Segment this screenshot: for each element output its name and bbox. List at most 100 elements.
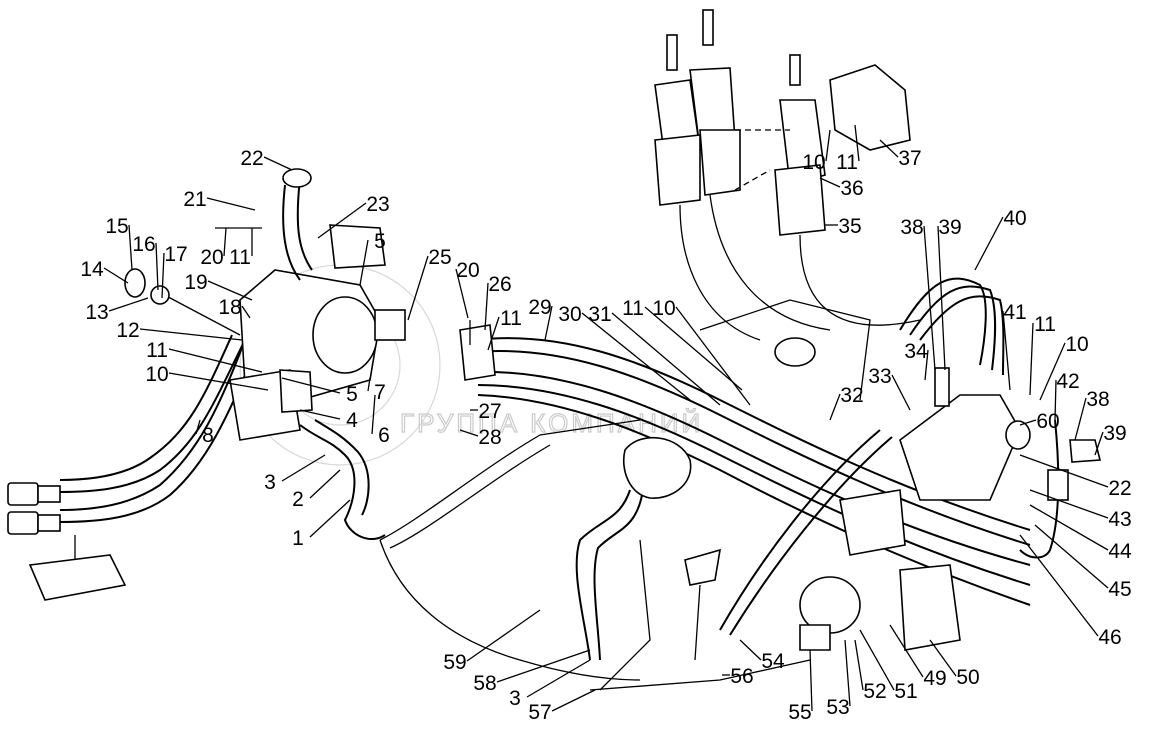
leader-line-58 [496,649,591,683]
leader-line-19 [207,280,253,301]
callout-49: 49 [923,667,946,690]
callout-53: 53 [826,696,849,719]
callout-36: 36 [840,177,863,200]
callout-37: 37 [898,147,921,170]
leader-line-11 [487,316,500,351]
leader-line-13 [108,297,149,312]
callout-15: 15 [105,215,128,238]
leader-line-12 [139,328,243,341]
callout-3: 3 [264,471,276,494]
callout-1: 1 [292,527,304,550]
leader-line-42 [1054,379,1057,421]
callout-11: 11 [146,339,168,362]
leader-line-11 [1029,322,1034,396]
callout-50: 50 [956,666,979,689]
callout-25: 25 [428,246,451,269]
leader-line-1 [309,499,351,538]
leader-line-34 [924,349,929,381]
leader-line-44 [1029,504,1109,551]
callout-23: 23 [366,193,389,216]
callout-34: 34 [904,340,928,363]
callout-44: 44 [1108,540,1132,563]
leader-line-36 [819,177,841,188]
callout-45: 45 [1108,578,1131,601]
callout-11: 11 [500,307,522,330]
leader-line-46 [1019,534,1099,637]
leader-line-3 [281,454,326,482]
fuel-tank [379,299,871,691]
leader-line-49 [889,624,924,678]
leader-line-23 [317,202,367,239]
leader-line-15 [128,224,133,271]
callout-33: 33 [868,365,891,388]
leader-line-22 [263,156,293,171]
leader-line-10 [675,306,751,406]
callout-55: 55 [788,701,811,724]
leader-line-11 [168,348,263,373]
leader-line-10 [1039,342,1066,401]
leader-line-10 [825,129,831,162]
leader-line-2 [309,469,341,499]
callout-54: 54 [761,650,785,673]
leader-line-18 [241,305,251,319]
callout-28: 28 [478,426,501,449]
callout-11: 11 [836,151,858,174]
callout-11: 11 [622,297,644,320]
callout-7: 7 [374,381,386,404]
leader-line-31 [611,312,721,406]
leader-line-33 [891,374,911,411]
callout-19: 19 [184,271,207,294]
leader-line-52 [854,639,864,691]
callout-10: 10 [802,151,825,174]
callout-10: 10 [145,363,168,386]
leader-line-39 [937,225,946,371]
callout-4: 4 [346,409,358,432]
callout-13: 13 [85,301,108,324]
callout-59: 59 [443,651,466,674]
callout-57: 57 [528,701,551,724]
leader-line-50 [929,639,957,677]
leader-line-54 [739,639,762,661]
leader-line-60 [1019,419,1037,426]
callout-58: 58 [473,672,496,695]
leader-line-55 [809,649,813,712]
callout-2: 2 [292,488,304,511]
leader-line-40 [974,216,1004,271]
pump-assembly [124,168,406,540]
callout-41: 41 [1003,301,1026,324]
leader-line-5 [359,239,369,286]
leader-line-28 [459,429,479,437]
callout-29: 29 [528,296,551,319]
callout-11: 11 [229,246,251,269]
callout-60: 60 [1036,410,1059,433]
callout-35: 35 [838,215,861,238]
callout-11: 11 [1034,313,1056,336]
callout-20: 20 [456,259,479,282]
leader-line-32 [829,393,841,421]
callout-30: 30 [558,303,581,326]
callout-26: 26 [488,273,511,296]
callout-42: 42 [1056,370,1079,393]
callout-46: 46 [1098,626,1121,649]
callout-38: 38 [1086,388,1109,411]
leader-line-37 [879,139,899,158]
callout-38: 38 [900,216,923,239]
leader-line-10 [168,372,269,391]
callout-10: 10 [1065,333,1088,356]
callout-21: 21 [183,188,206,211]
callout-56: 56 [730,665,753,688]
callout-5: 5 [374,230,386,253]
leader-line-38 [1074,397,1087,441]
callout-3: 3 [509,687,521,710]
callout-8: 8 [202,424,214,447]
leader-line-3 [526,659,591,698]
callout-27: 27 [478,400,501,423]
callout-17: 17 [164,243,187,266]
callout-22: 22 [1108,477,1131,500]
leader-line-43 [1029,489,1109,519]
leader-line-6 [371,394,376,435]
leader-line-41 [1002,310,1011,391]
callout-16: 16 [132,233,155,256]
callout-32: 32 [840,384,863,407]
